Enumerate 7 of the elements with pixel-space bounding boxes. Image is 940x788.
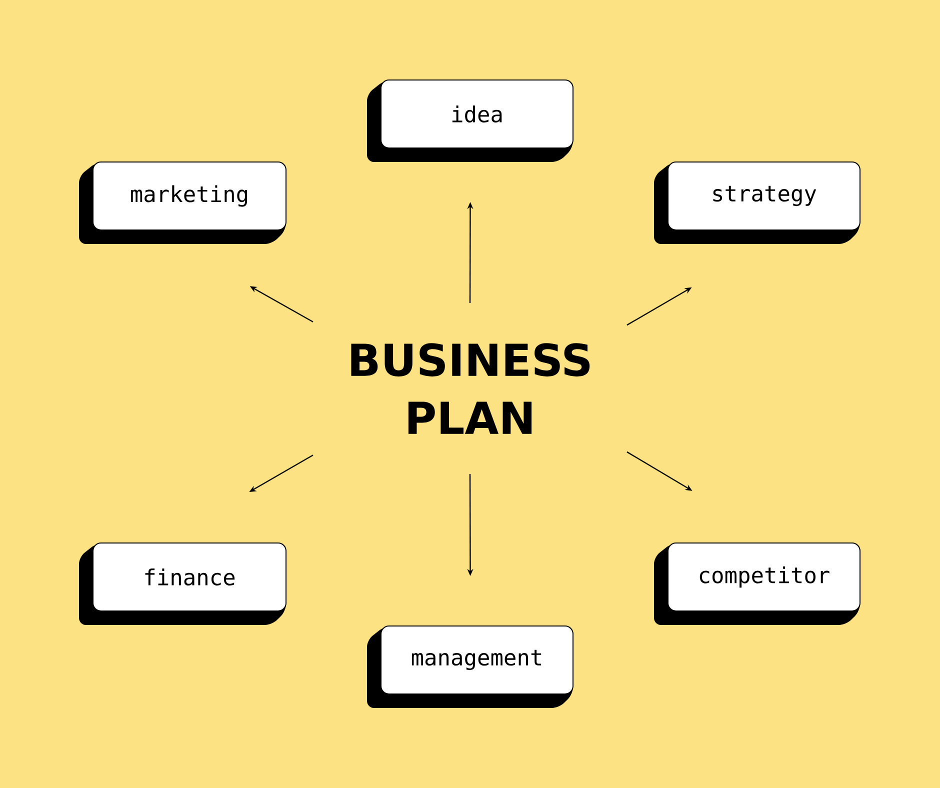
label-box: marketing (79, 162, 286, 244)
label-box: management (367, 626, 574, 708)
label-box: strategy (654, 162, 860, 244)
label-box: competitor (654, 542, 860, 625)
label-box: finance (79, 542, 286, 625)
label-box: idea (367, 80, 574, 162)
title-text: BUSINESS PLAN (351, 343, 590, 434)
